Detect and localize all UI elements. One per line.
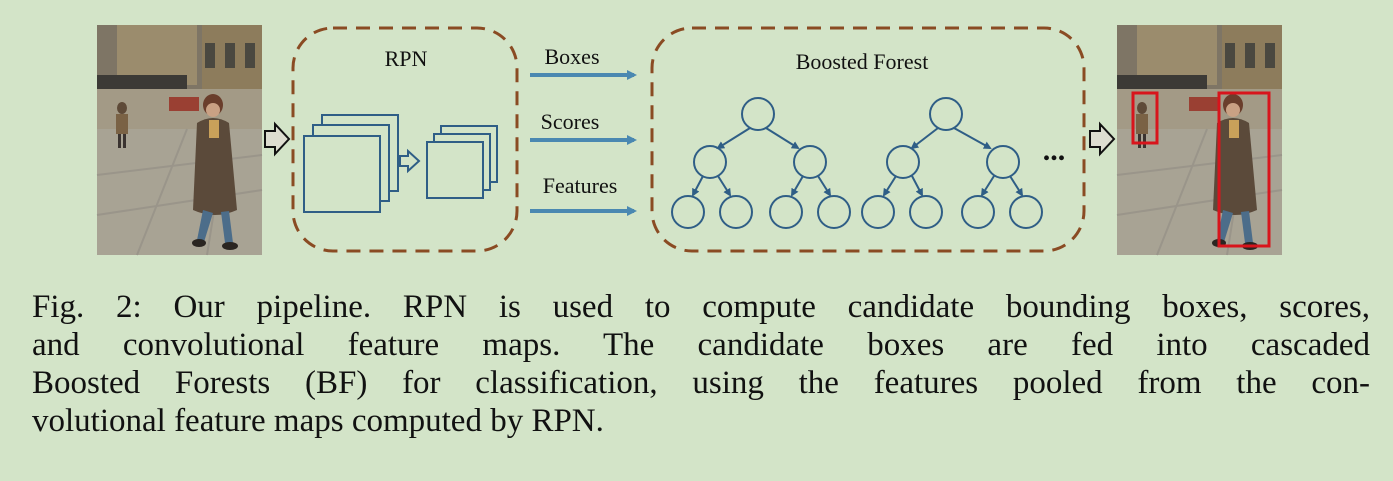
features-label: Features	[543, 173, 618, 198]
caption-line-1: Fig. 2: Our pipeline. RPN is used to com…	[32, 289, 1370, 325]
feature-map-stack-small	[426, 125, 498, 199]
caption-line-3: Boosted Forests (BF) for classification,…	[32, 365, 1370, 401]
decision-tree-2	[861, 97, 1043, 229]
caption-line-2: and convolutional feature maps. The cand…	[32, 327, 1370, 363]
rpn-label: RPN	[385, 46, 428, 71]
figure-caption: Fig. 2: Our pipeline. RPN is used to com…	[32, 288, 1370, 440]
boosted-forest-label: Boosted Forest	[796, 49, 929, 74]
decision-tree-1	[671, 97, 851, 229]
hollow-arrow-icon	[1089, 121, 1116, 157]
hollow-arrow-icon	[264, 121, 291, 157]
pipeline-figure: RPN Boxes Scores Features Boosted Forest	[96, 24, 1283, 256]
hollow-arrow-icon	[399, 148, 421, 174]
boxes-label: Boxes	[545, 44, 600, 69]
output-image	[1116, 24, 1283, 256]
scores-label: Scores	[541, 109, 600, 134]
caption-line-4: volutional feature maps computed by RPN.	[32, 403, 604, 439]
detection-box-small	[1131, 91, 1159, 145]
rpn-box	[291, 26, 519, 253]
detection-box-large	[1217, 91, 1271, 248]
input-image	[96, 24, 263, 256]
feature-map-stack-large	[303, 114, 399, 213]
boosted-forest-box	[650, 26, 1086, 253]
ellipsis: ...	[1043, 134, 1066, 167]
